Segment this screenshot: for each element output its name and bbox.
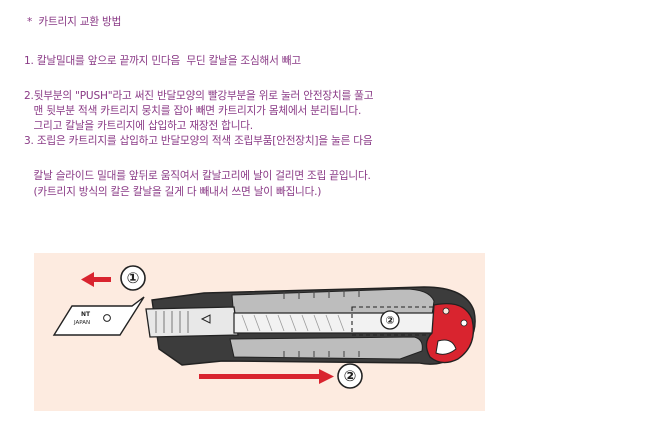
instruction-title: * 카트리지 교환 방법 [27,16,122,28]
arrow-left-icon [81,272,111,287]
arrow-right-icon [199,369,334,384]
svg-text:②: ② [385,314,394,327]
step-1-marker: ① [120,265,146,291]
cutter-diagram: ① NT JAPAN [34,253,485,411]
step-2-marker: ② [337,363,363,389]
instruction-step-2-cont-1: 맨 뒷부분 적색 카트리지 뭉치를 잡아 빼면 카트리지가 몸체에서 분리됩니다… [24,105,362,117]
instruction-step-3: 3. 조립은 카트리지를 삽입하고 반달모양의 적색 조립부품[안전장치]을 눌… [24,135,373,147]
svg-text:②: ② [344,367,357,385]
instruction-step-1: 1. 칼날밀대를 앞으로 끝까지 민다음 무딘 칼날을 조심해서 빼고 [24,55,301,67]
instruction-step-3-cont-1: 칼날 슬라이드 밀대를 앞뒤로 움직여서 칼날고리에 날이 걸리면 조립 끝입니… [24,170,371,182]
svg-text:JAPAN: JAPAN [73,320,90,326]
instruction-step-2: 2.뒷부분의 "PUSH"라고 써진 반달모양의 빨강부분을 위로 눌러 안전장… [24,90,374,102]
cutter-body: ② [145,286,476,366]
svg-text:①: ① [127,269,140,287]
blade-cartridge: NT JAPAN [52,296,145,336]
step-2-inner-marker: ② [380,310,400,330]
svg-text:NT: NT [81,311,91,318]
instruction-step-2-cont-2: 그리고 칼날을 카트리지에 삽입하고 재장전 합니다. [24,120,254,132]
instruction-step-3-cont-2: (카트리지 방식의 칼은 칼날을 길게 다 빼내서 쓰면 날이 빠집니다.) [24,186,322,198]
cutter-illustration: ① NT JAPAN [52,265,476,389]
